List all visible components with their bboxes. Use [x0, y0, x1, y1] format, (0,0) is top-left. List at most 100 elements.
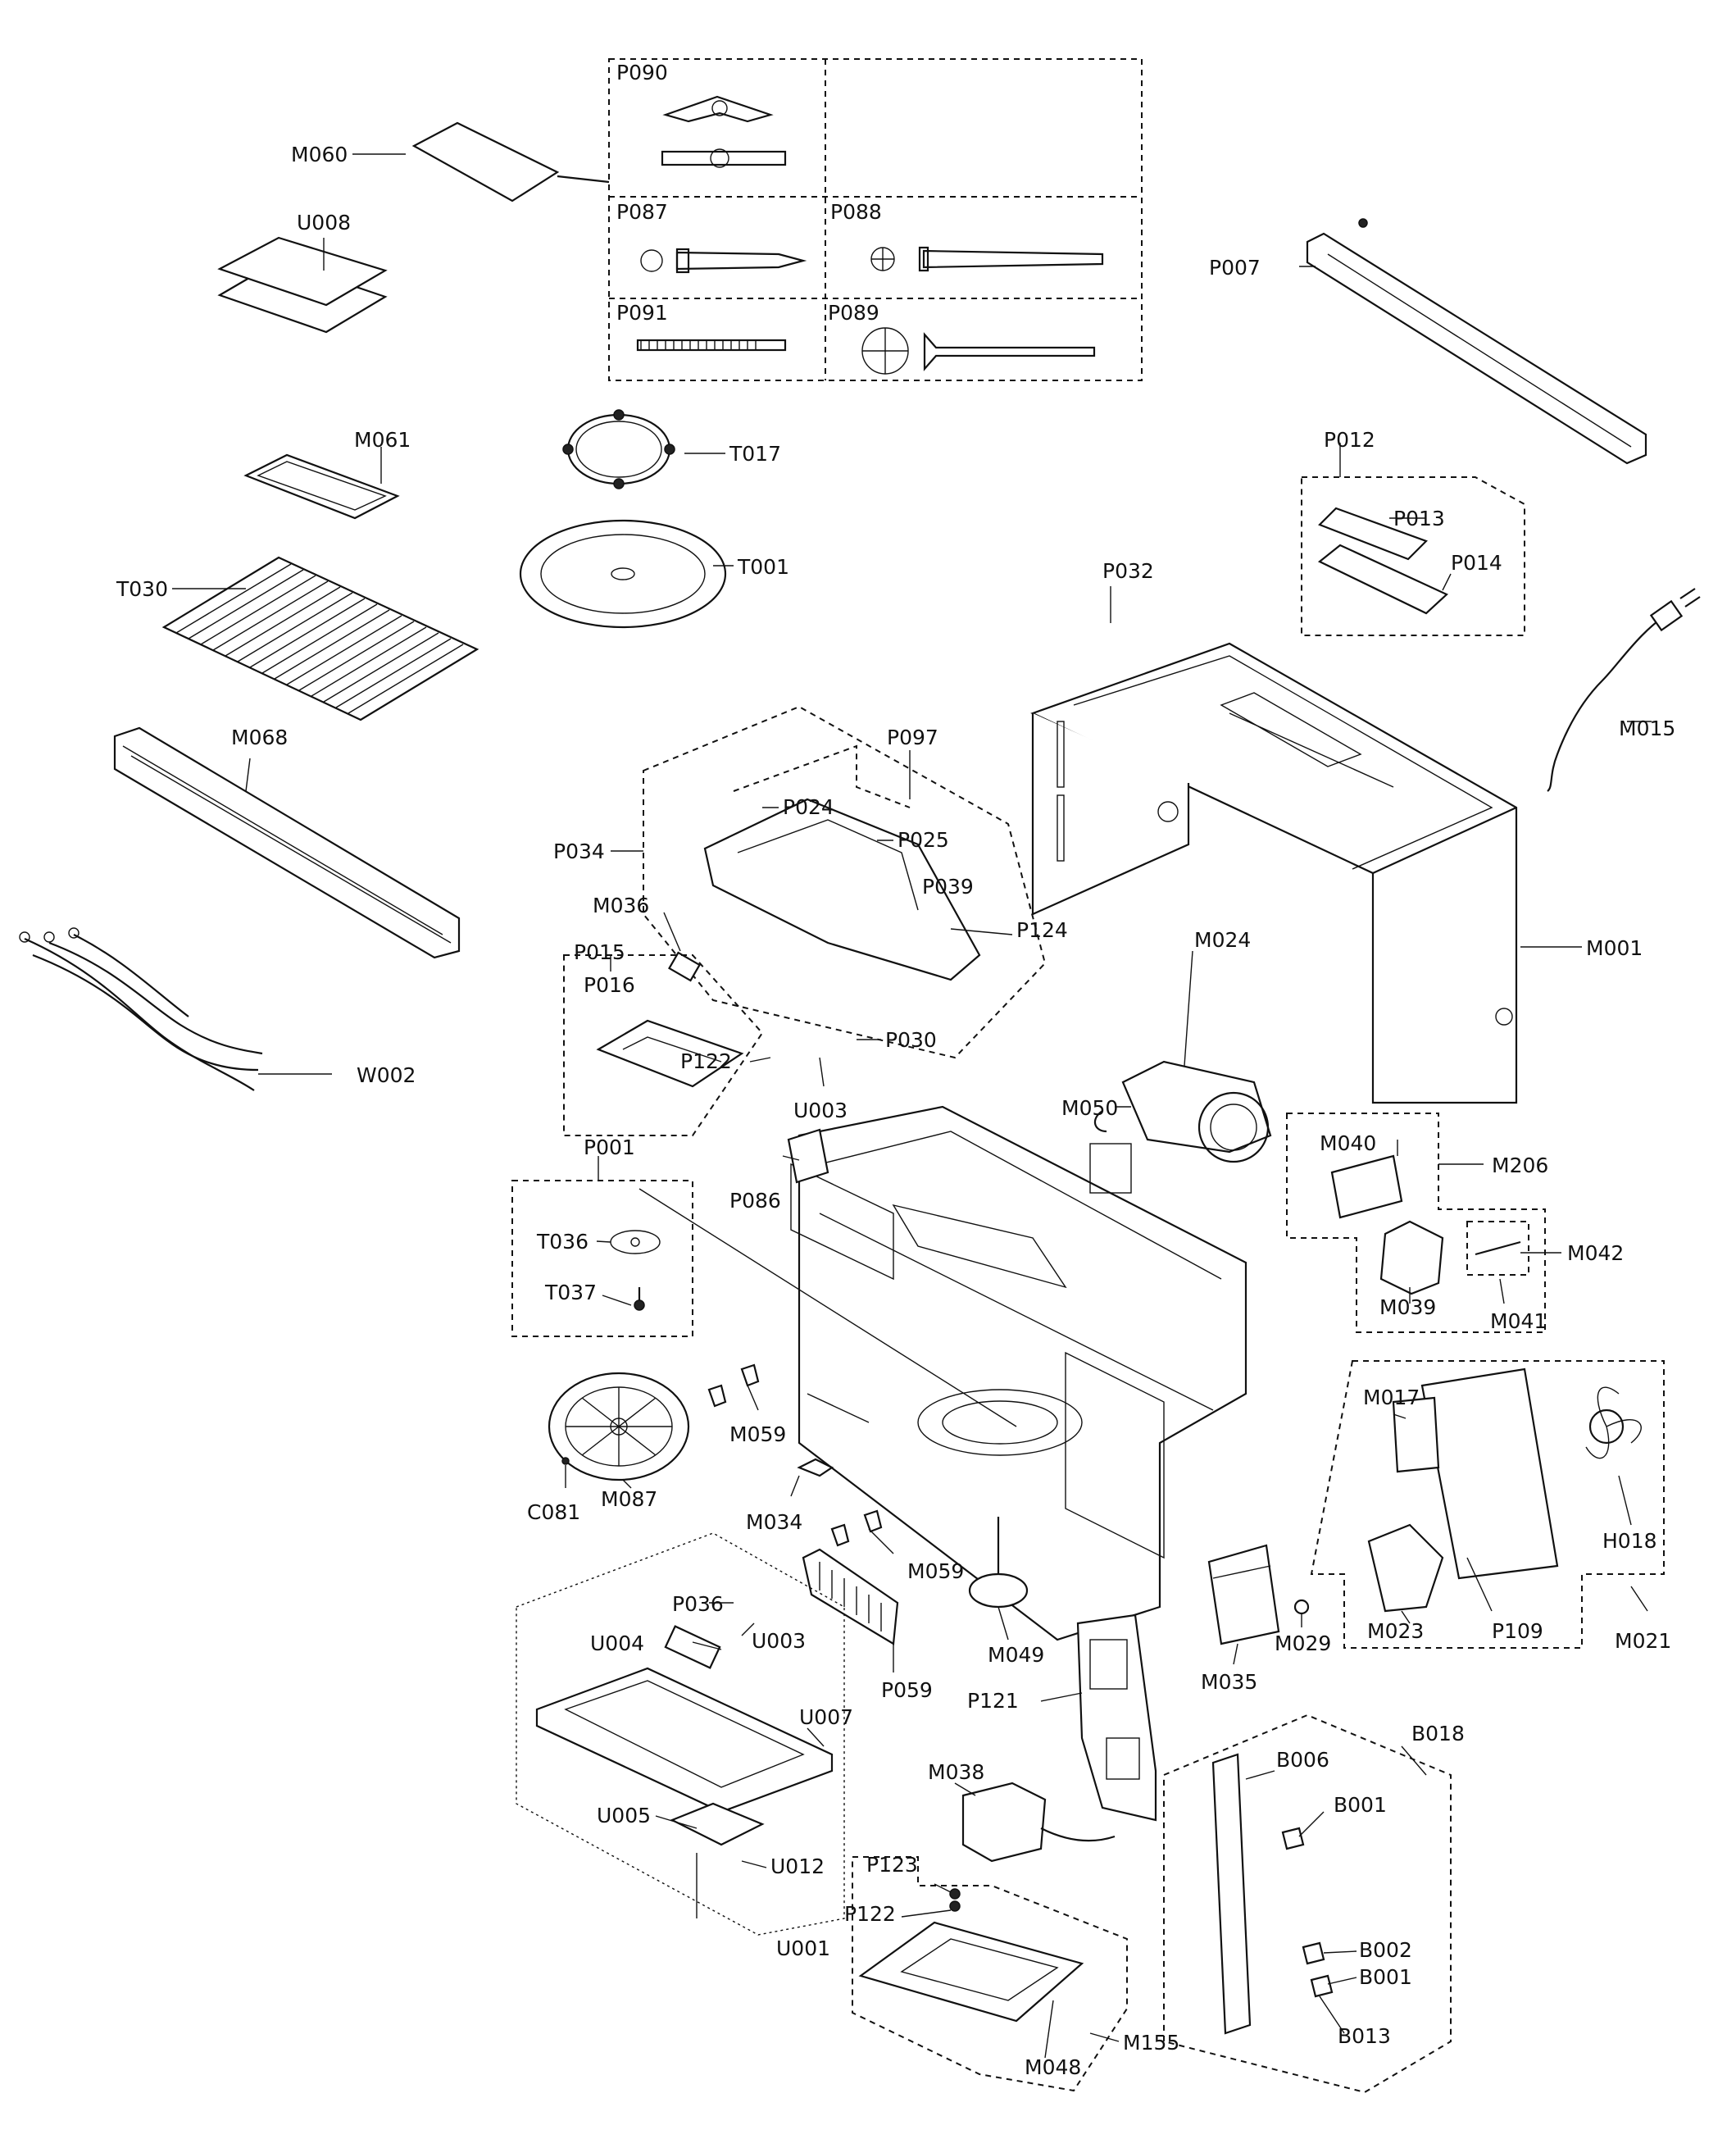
roller-ring-t017 — [562, 409, 675, 489]
p001-group — [511, 1180, 1017, 1427]
chassis-frame — [790, 1105, 1247, 1641]
clips-m059 — [707, 1363, 883, 1547]
label-b001b: B001 — [1359, 1965, 1412, 1989]
label-m048: M048 — [1025, 2055, 1081, 2079]
p012-group — [1301, 476, 1525, 636]
leader-lines — [172, 153, 1652, 2059]
motor-m049 — [968, 1517, 1029, 1609]
blower-m050 — [1093, 1060, 1272, 1163]
label-p013: P013 — [1393, 507, 1445, 530]
m155-group — [852, 1856, 1128, 2092]
p015-group — [563, 954, 764, 1136]
label-m155: M155 — [1123, 2031, 1179, 2055]
label-b002: B002 — [1359, 1938, 1412, 1962]
label-p089: P089 — [828, 301, 879, 325]
label-p014: P014 — [1451, 551, 1502, 575]
label-m038: M038 — [928, 1760, 984, 1784]
label-p032: P032 — [1102, 559, 1154, 583]
label-m029: M029 — [1275, 1631, 1331, 1655]
label-t037: T037 — [544, 1281, 597, 1304]
label-m087: M087 — [601, 1487, 657, 1511]
label-w002: W002 — [357, 1063, 416, 1087]
label-m035: M035 — [1201, 1670, 1257, 1694]
label-t017: T017 — [729, 442, 781, 466]
label-m034: M034 — [746, 1510, 802, 1534]
wire-rack-t030 — [161, 556, 479, 721]
label-m017: M017 — [1363, 1386, 1420, 1409]
label-m041: M041 — [1490, 1309, 1547, 1333]
label-b018: B018 — [1411, 1722, 1465, 1745]
label-p025: P025 — [898, 828, 949, 852]
label-p088: P088 — [830, 200, 882, 224]
hardware-kit-box — [608, 58, 1143, 381]
part-m029 — [1293, 1599, 1310, 1615]
label-p109: P109 — [1492, 1619, 1543, 1643]
glass-tray-t001 — [519, 519, 727, 629]
part-m034 — [797, 1458, 834, 1477]
stirrer-m087 — [548, 1372, 690, 1481]
label-u003a: U003 — [793, 1099, 848, 1122]
label-p121: P121 — [967, 1689, 1019, 1713]
label-m040: M040 — [1320, 1131, 1376, 1155]
m206-group — [1286, 1113, 1546, 1333]
label-h018: H018 — [1602, 1529, 1657, 1553]
label-m015: M015 — [1619, 717, 1675, 740]
bracket-p007 — [1306, 218, 1647, 465]
label-b001a: B001 — [1334, 1793, 1387, 1817]
label-p007: P007 — [1209, 256, 1261, 280]
panel-p121 — [1076, 1613, 1157, 1822]
label-p030: P030 — [885, 1028, 937, 1052]
label-p090: P090 — [616, 61, 668, 84]
label-p039: P039 — [922, 875, 974, 899]
label-p086: P086 — [729, 1189, 781, 1213]
label-m206: M206 — [1492, 1154, 1548, 1177]
manual-pouch-m060 — [411, 121, 610, 203]
label-p001: P001 — [584, 1135, 635, 1159]
label-m023: M023 — [1367, 1619, 1424, 1643]
label-p122b: P122 — [844, 1902, 896, 1926]
label-u007: U007 — [799, 1705, 853, 1729]
label-m039: M039 — [1379, 1295, 1436, 1319]
label-p124: P124 — [1016, 918, 1068, 942]
label-t001: T001 — [737, 555, 789, 579]
label-m061: M061 — [354, 428, 411, 452]
b018-group — [1163, 1713, 1452, 2094]
filter-u008 — [217, 236, 388, 334]
label-m059b: M059 — [907, 1559, 964, 1583]
label-u003b: U003 — [752, 1629, 806, 1653]
power-cord-m015 — [1547, 588, 1701, 792]
label-p024: P024 — [783, 795, 834, 819]
m021-group — [1310, 1360, 1665, 1649]
p034-group — [643, 705, 1047, 1059]
label-m042: M042 — [1567, 1241, 1624, 1265]
label-m049: M049 — [988, 1643, 1044, 1667]
label-p122a: P122 — [680, 1049, 732, 1073]
label-m021: M021 — [1615, 1629, 1671, 1653]
filter-m061 — [243, 453, 400, 520]
part-m036 — [668, 951, 701, 982]
wire-harness-w002 — [19, 927, 263, 1091]
label-t030: T030 — [116, 577, 168, 601]
label-p123: P123 — [866, 1853, 918, 1877]
label-m024: M024 — [1194, 928, 1251, 952]
label-t036: T036 — [536, 1230, 589, 1254]
panel-p086 — [787, 1128, 829, 1184]
label-u004: U004 — [590, 1631, 644, 1655]
label-m036: M036 — [593, 894, 649, 917]
label-c081: C081 — [527, 1500, 580, 1524]
label-p012: P012 — [1324, 428, 1375, 452]
label-u012: U012 — [770, 1854, 825, 1878]
label-p016: P016 — [584, 973, 635, 997]
label-m001: M001 — [1586, 936, 1643, 960]
label-p097: P097 — [887, 726, 938, 749]
label-p091: P091 — [616, 301, 668, 325]
label-u008: U008 — [297, 211, 351, 234]
part-labels: P090 M060 U008 P087 P088 P007 P091 P089 … — [116, 61, 1675, 2079]
vent-grille-m068 — [113, 726, 461, 959]
label-u005: U005 — [597, 1804, 651, 1827]
label-p036: P036 — [672, 1592, 724, 1616]
label-p059: P059 — [881, 1678, 933, 1702]
u001-group — [516, 1532, 845, 1936]
